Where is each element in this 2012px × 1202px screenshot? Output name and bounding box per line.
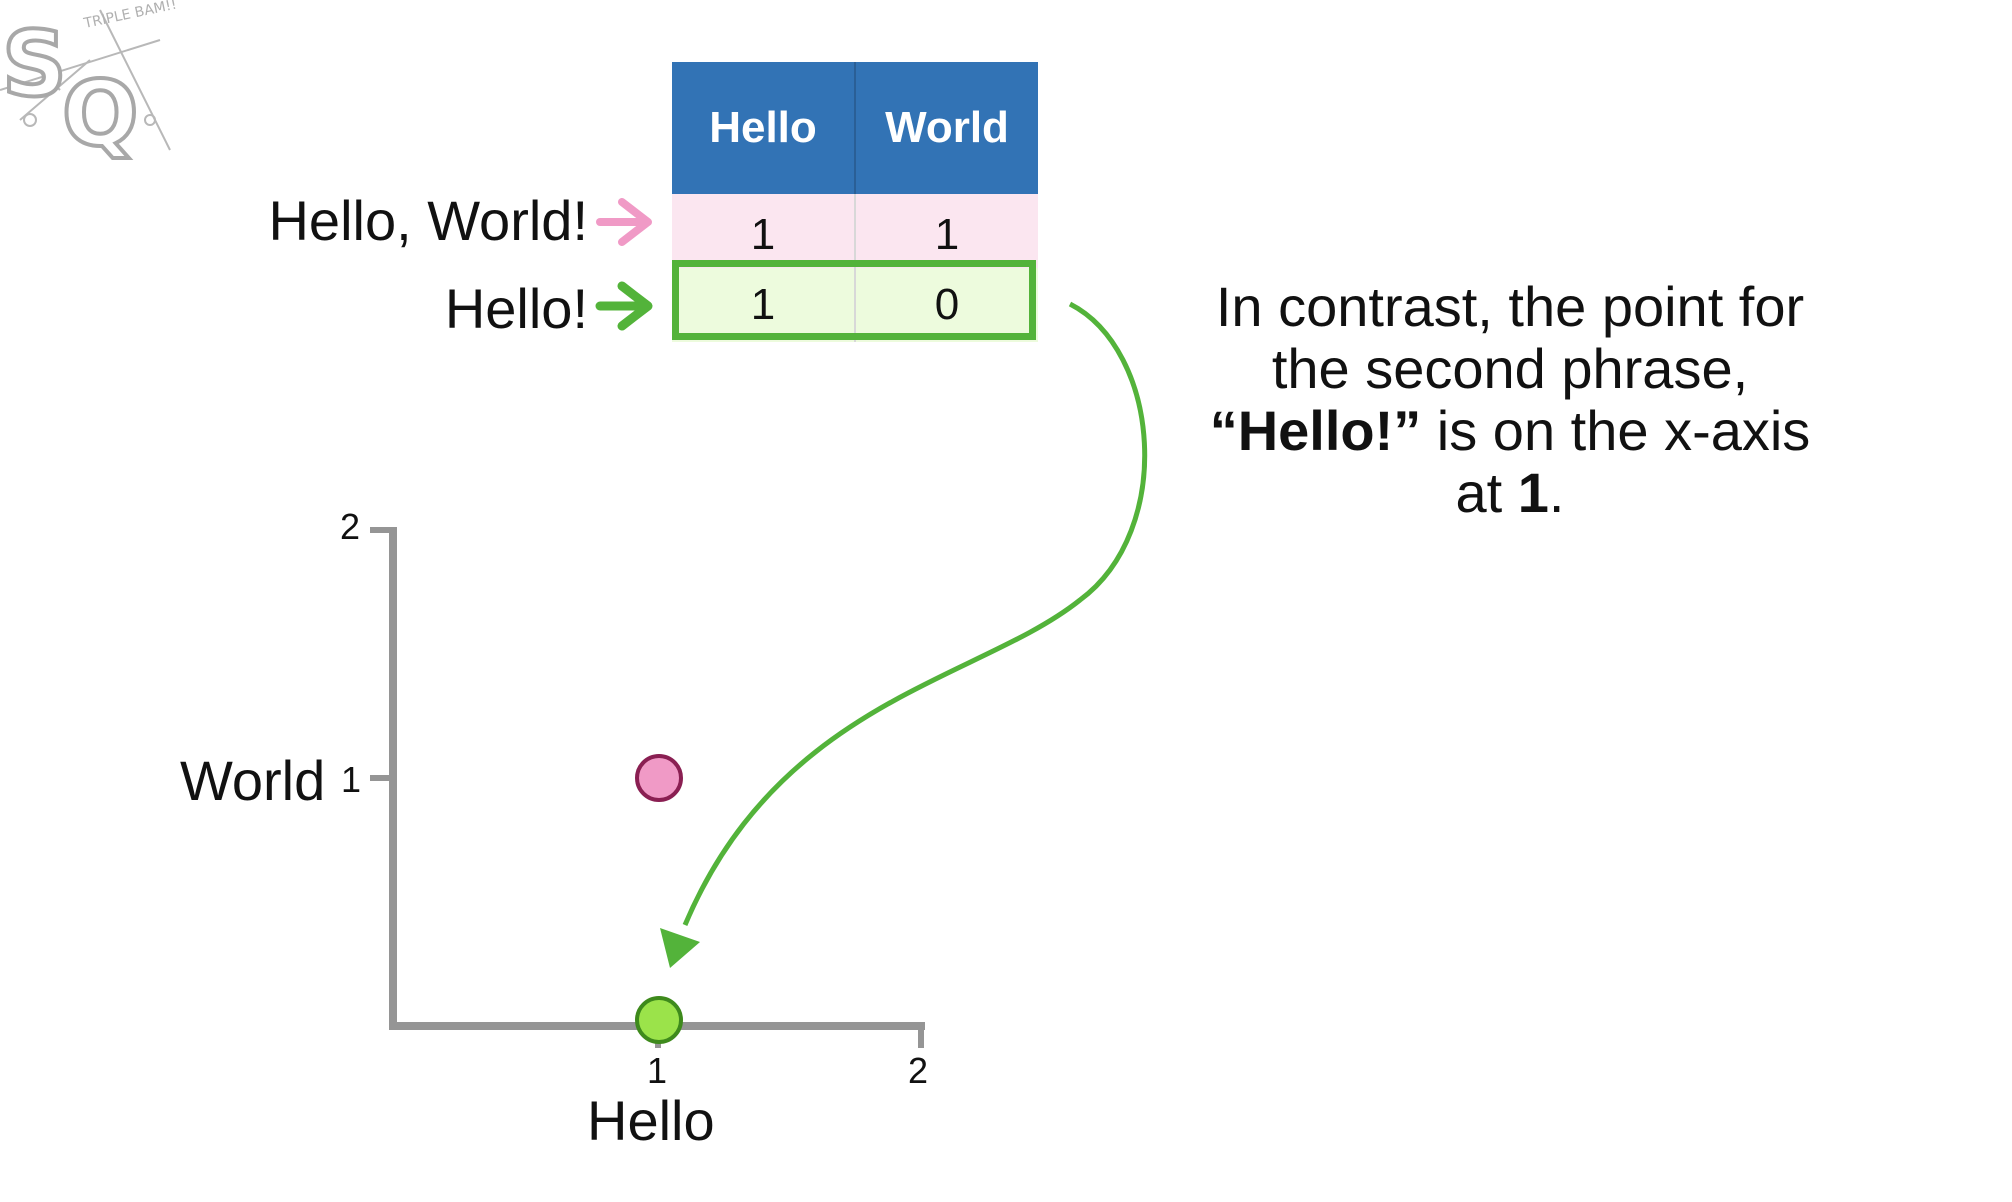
point-hello-world <box>635 754 683 802</box>
curved-arrow-icon <box>660 301 1148 968</box>
cell-value: 0 <box>855 268 1038 342</box>
table-row: 1 1 <box>672 194 1038 268</box>
caption-at: at <box>1455 461 1518 524</box>
cell-value: 1 <box>672 194 856 268</box>
caption-quote: “Hello!” <box>1209 399 1422 462</box>
caption-line: at 1. <box>1160 462 1860 524</box>
caption-period: . <box>1548 461 1565 524</box>
point-hello <box>635 996 683 1044</box>
caption-value: 1 <box>1517 461 1549 524</box>
cell-value: 1 <box>672 268 856 342</box>
svg-text:S: S <box>2 12 67 117</box>
caption-line: In contrast, the point for <box>1215 275 1805 338</box>
header-hello: Hello <box>672 62 856 194</box>
green-arrow-icon <box>595 281 653 331</box>
bag-of-words-table: Hello World 1 1 1 0 <box>672 62 1038 342</box>
x-tick-label: 1 <box>647 1050 668 1091</box>
y-axis-label: World <box>180 749 326 812</box>
x-axis-label: Hello <box>587 1089 715 1152</box>
y-tick-label: 2 <box>340 506 361 547</box>
statquest-logo: S Q TRIPLE BAM!! <box>0 0 180 170</box>
pink-arrow-icon <box>596 198 652 246</box>
caption-line: “Hello!” is on the x-axis <box>1160 400 1860 462</box>
caption-text: In contrast, the point for the second ph… <box>1160 276 1860 524</box>
header-world: World <box>855 62 1038 194</box>
x-tick-label: 2 <box>908 1050 929 1091</box>
row-label-hello: Hello! <box>444 277 588 340</box>
caption-rest: is on the x-axis <box>1421 399 1811 462</box>
caption-line: the second phrase, <box>1271 337 1749 400</box>
svg-text:Q: Q <box>62 62 139 167</box>
highlight-outline <box>672 260 1036 340</box>
table-row: 1 0 <box>672 268 1038 342</box>
y-tick-label: 1 <box>341 759 362 800</box>
cell-value: 1 <box>855 194 1038 268</box>
data-points <box>635 754 683 1044</box>
row-label-hello-world: Hello, World! <box>268 189 588 252</box>
